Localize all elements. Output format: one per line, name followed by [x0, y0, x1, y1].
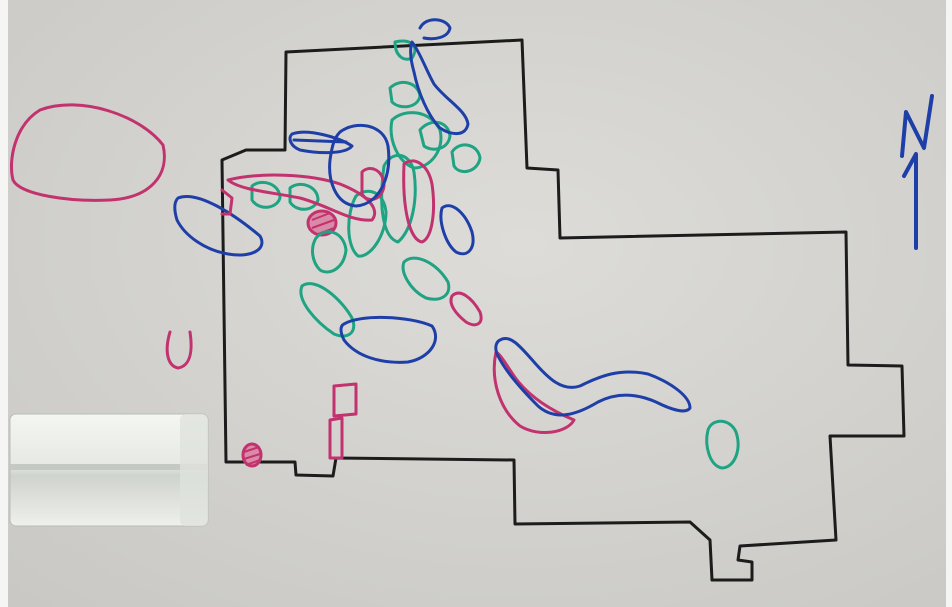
- right-frame-edge: [946, 0, 952, 607]
- left-frame-edge: [0, 0, 8, 607]
- magenta-hatched-dot-bottom: [243, 444, 261, 466]
- magnet-bar: [10, 414, 208, 526]
